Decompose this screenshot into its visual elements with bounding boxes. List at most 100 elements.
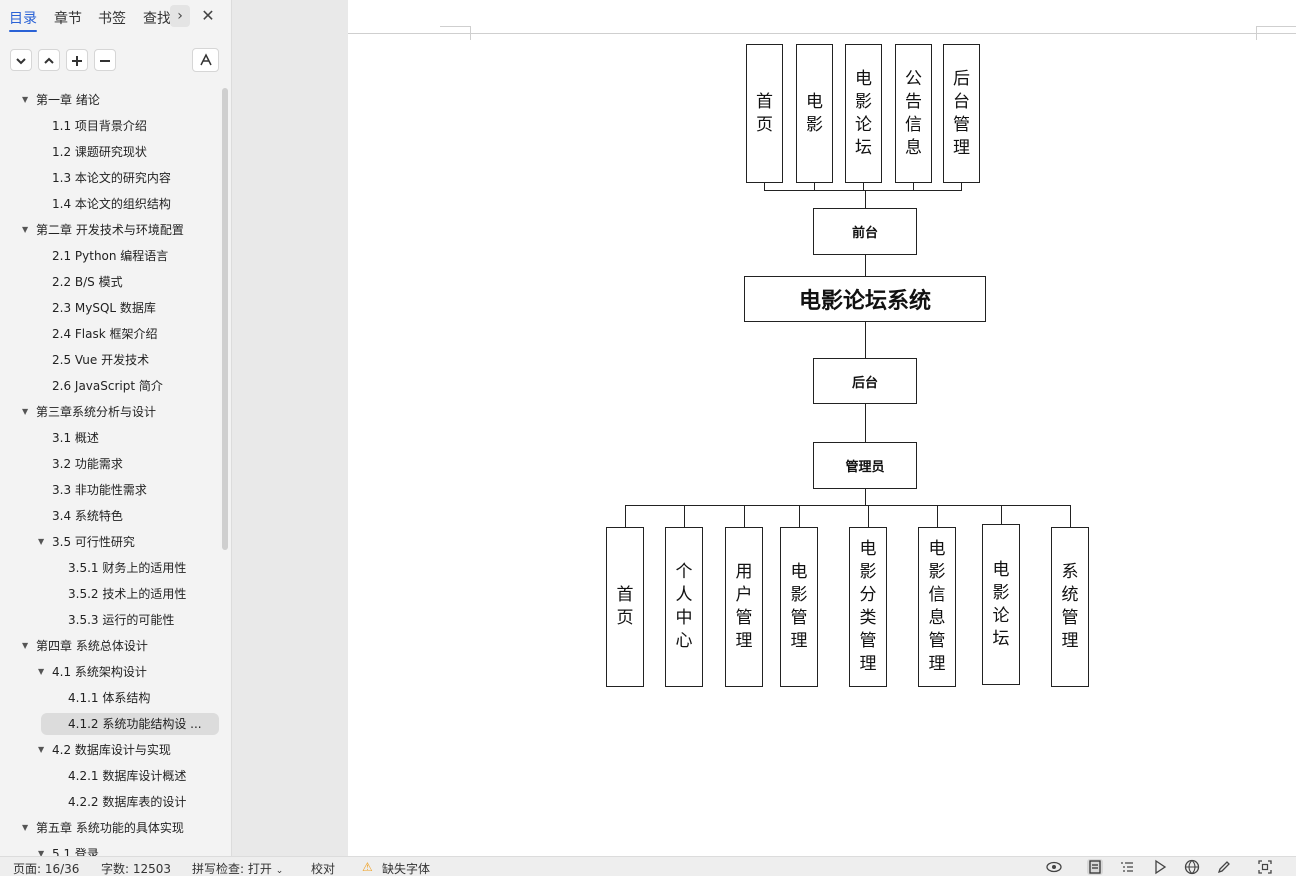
toc-item[interactable]: 2.6 JavaScript 简介 xyxy=(0,374,222,398)
top-module-box-label: 电影 xyxy=(806,91,823,135)
toc-item-label: 1.2 课题研究现状 xyxy=(52,145,147,159)
toc-item-label: 3.3 非功能性需求 xyxy=(52,483,147,497)
toc-item[interactable]: ▼ 4.2 数据库设计与实现 xyxy=(0,738,222,762)
toc-item[interactable]: ▼ 第五章 系统功能的具体实现 xyxy=(0,816,222,840)
toc-item[interactable]: 2.3 MySQL 数据库 xyxy=(0,296,222,320)
toc-item-label: 1.1 项目背景介绍 xyxy=(52,119,147,133)
bottom-module-box-label: 电影信息管理 xyxy=(928,539,946,674)
bottom-module-box: 电影管理 xyxy=(780,527,818,687)
page-view-icon[interactable] xyxy=(1087,859,1103,875)
toc-item-label: 4.2.1 数据库设计概述 xyxy=(68,769,187,783)
front-box-label: 前台 xyxy=(851,226,878,241)
toc-item[interactable]: 2.1 Python 编程语言 xyxy=(0,244,222,268)
toc-item-label: 第三章系统分析与设计 xyxy=(36,405,157,419)
expand-triangle-icon[interactable]: ▼ xyxy=(38,849,45,856)
toc-item[interactable]: ▼ 第四章 系统总体设计 xyxy=(0,634,222,658)
connector-line xyxy=(814,183,815,191)
toc-item[interactable]: 4.1.1 体系结构 xyxy=(0,686,222,710)
magic-pen-icon xyxy=(199,53,212,66)
back-box: 后台 xyxy=(813,358,917,404)
bottom-module-box-label: 个人中心 xyxy=(675,562,693,651)
toc-item-label: 第二章 开发技术与环境配置 xyxy=(36,223,184,237)
page-indicator[interactable]: 页面: 16/36 xyxy=(13,862,80,876)
play-icon[interactable] xyxy=(1152,859,1168,875)
collapse-all-button[interactable] xyxy=(10,49,32,71)
more-tabs-chevron-icon[interactable]: › xyxy=(170,5,190,27)
toc-item[interactable]: 1.3 本论文的研究内容 xyxy=(0,166,222,190)
expand-triangle-icon[interactable]: ▼ xyxy=(22,641,29,650)
toc-item-label: 第一章 绪论 xyxy=(36,93,100,107)
toc-item-label: 第四章 系统总体设计 xyxy=(36,639,148,653)
status-bar: 页面: 16/36 字数: 12503 拼写检查: 打开 ⌄ 校对 ⚠ 缺失字体 xyxy=(0,856,1296,876)
eye-icon[interactable] xyxy=(1046,859,1062,875)
tab-bookmarks[interactable]: 书签 xyxy=(98,11,126,27)
tab-toc[interactable]: 目录 xyxy=(9,11,37,27)
toc-item[interactable]: 3.5.1 财务上的适用性 xyxy=(0,556,222,580)
bottom-module-box-label: 电影论坛 xyxy=(992,559,1010,649)
expand-all-button[interactable] xyxy=(38,49,60,71)
expand-triangle-icon[interactable]: ▼ xyxy=(22,225,29,234)
smart-toc-button[interactable] xyxy=(192,48,219,72)
toc-item[interactable]: 1.1 项目背景介绍 xyxy=(0,114,222,138)
toc-item[interactable]: 4.2.2 数据库表的设计 xyxy=(0,790,222,814)
toc-item[interactable]: ▼ 第一章 绪论 xyxy=(0,88,222,112)
missing-font-button[interactable]: 缺失字体 xyxy=(382,862,431,876)
close-pane-icon[interactable]: ✕ xyxy=(201,6,215,25)
add-heading-button[interactable] xyxy=(66,49,88,71)
expand-triangle-icon[interactable]: ▼ xyxy=(38,537,45,546)
toc-item[interactable]: 3.5.3 运行的可能性 xyxy=(0,608,222,632)
toc-item-label: 2.5 Vue 开发技术 xyxy=(52,353,150,367)
toc-item[interactable]: 4.1.2 系统功能结构设 ... xyxy=(0,712,222,736)
expand-triangle-icon[interactable]: ▼ xyxy=(38,667,45,676)
toc-item[interactable]: 2.5 Vue 开发技术 xyxy=(0,348,222,372)
connector-line xyxy=(1001,505,1002,524)
toc-item[interactable]: ▼5.1 登录 xyxy=(0,842,222,856)
expand-triangle-icon[interactable]: ▼ xyxy=(22,95,29,104)
toc-item[interactable]: 2.2 B/S 模式 xyxy=(0,270,222,294)
fit-page-icon[interactable] xyxy=(1257,859,1273,875)
bottom-module-box: 用户管理 xyxy=(725,527,763,687)
connector-line xyxy=(799,505,800,527)
top-module-box-label: 电影论坛 xyxy=(855,68,872,158)
toc-item-label: 4.2 数据库设计与实现 xyxy=(52,743,171,757)
toc-item[interactable]: 4.2.1 数据库设计概述 xyxy=(0,764,222,788)
toc-item[interactable]: 1.2 课题研究现状 xyxy=(0,140,222,164)
bottom-module-box-label: 首页 xyxy=(616,585,634,628)
expand-triangle-icon[interactable]: ▼ xyxy=(22,407,29,416)
toc-item[interactable]: 2.4 Flask 框架介绍 xyxy=(0,322,222,346)
toc-item[interactable]: 3.5.2 技术上的适用性 xyxy=(0,582,222,606)
toc-item[interactable]: 3.1 概述 xyxy=(0,426,222,450)
navigation-pane: 目录 章节 书签 查找 › ✕ ▼ 第一章 绪论 1.1 项目背景介绍 1.2 课题研… xyxy=(0,0,232,856)
toc-item[interactable]: 1.4 本论文的组织结构 xyxy=(0,192,222,216)
expand-triangle-icon[interactable]: ▼ xyxy=(38,745,45,754)
outline-view-icon[interactable] xyxy=(1119,859,1135,875)
word-count[interactable]: 字数: 12503 xyxy=(101,862,172,876)
toc-item-label: 3.5.3 运行的可能性 xyxy=(68,613,175,627)
chevron-down-icon: ⌄ xyxy=(275,866,284,876)
expand-triangle-icon[interactable]: ▼ xyxy=(22,823,29,832)
admin-box-label: 管理员 xyxy=(845,460,885,475)
remove-heading-button[interactable] xyxy=(94,49,116,71)
toc-item[interactable]: ▼3.5 可行性研究 xyxy=(0,530,222,554)
toc-item[interactable]: 3.2 功能需求 xyxy=(0,452,222,476)
toc-item-label: 1.4 本论文的组织结构 xyxy=(52,197,171,211)
toc-scrollbar[interactable] xyxy=(222,88,228,550)
toc-item-label: 4.1.1 体系结构 xyxy=(68,691,151,705)
toc-item[interactable]: ▼ 第二章 开发技术与环境配置 xyxy=(0,218,222,242)
toc-item[interactable]: 3.3 非功能性需求 xyxy=(0,478,222,502)
toc-item-label: 4.1 系统架构设计 xyxy=(52,665,147,679)
spell-check-toggle[interactable]: 拼写检查: 打开 ⌄ xyxy=(192,860,283,876)
toc-item[interactable]: 3.4 系统特色 xyxy=(0,504,222,528)
toc-item[interactable]: ▼ 第三章系统分析与设计 xyxy=(0,400,222,424)
page-top-divider xyxy=(348,33,1296,34)
tab-sections[interactable]: 章节 xyxy=(54,11,82,27)
bottom-module-box-label: 用户管理 xyxy=(735,562,753,651)
tab-find[interactable]: 查找 xyxy=(143,11,171,27)
bottom-module-box: 电影分类管理 xyxy=(849,527,887,687)
pen-icon[interactable] xyxy=(1216,859,1232,875)
toc-item-label: 第五章 系统功能的具体实现 xyxy=(36,821,184,835)
web-layout-icon[interactable] xyxy=(1184,859,1200,875)
toc-item[interactable]: ▼ 4.1 系统架构设计 xyxy=(0,660,222,684)
margin-corner-right xyxy=(1256,26,1296,40)
proofread-button[interactable]: 校对 xyxy=(311,862,336,876)
